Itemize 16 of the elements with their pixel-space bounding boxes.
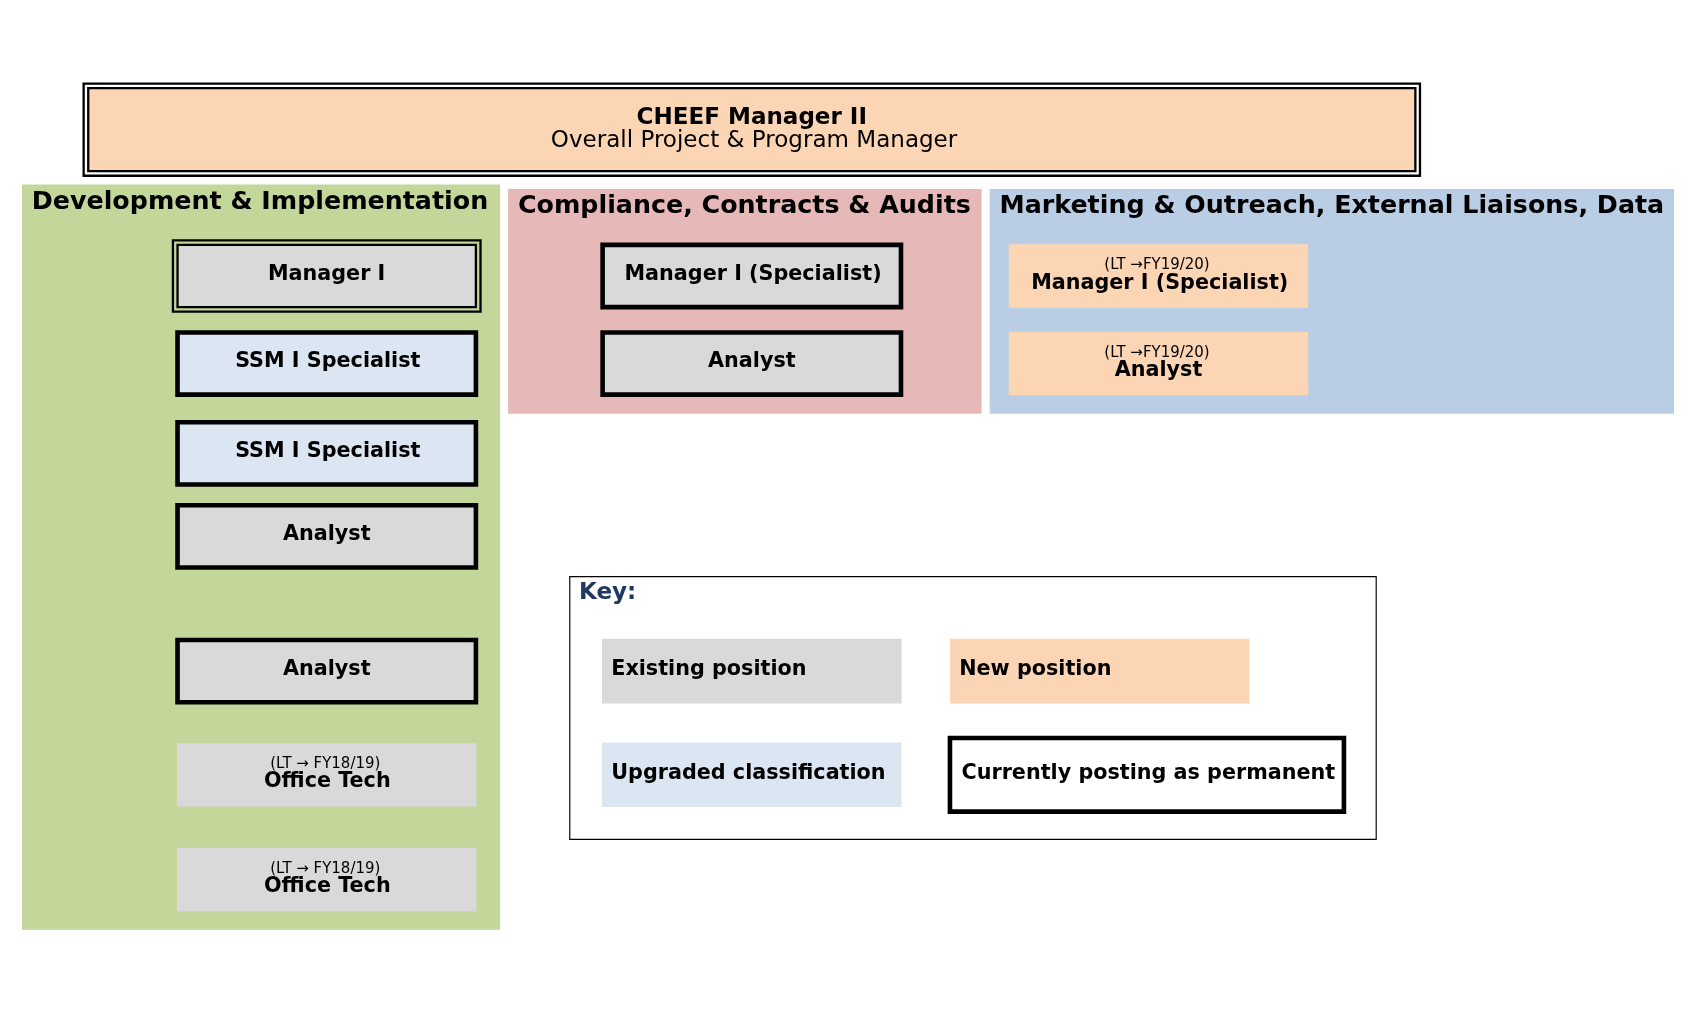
node-box: Analyst [175,637,479,705]
node-box: (LT →FY19/20) Analyst [1008,331,1309,396]
node-box: (LT → FY18/19) Office Tech [176,743,477,807]
legend-label: Existing position [611,656,807,681]
legend-label: Upgraded classification [611,759,886,784]
legend-label: New position [959,656,1112,681]
legend-label: Currently posting as permanent [961,759,1336,784]
node-box: (LT → FY18/19) Office Tech [176,847,477,912]
node-box: SSM I Specialist [175,330,479,397]
node-box: SSM I Specialist [175,420,479,487]
node-box: Analyst [175,502,479,570]
node-box: CHEEF Manager II Overall Project & Program Manager [82,82,1422,177]
node-box: Manager I (Specialist) [600,242,904,310]
node-box: Manager I [171,239,482,313]
node-box: (LT →FY19/20) Manager I (Specialist) [1008,244,1309,308]
node-box: Analyst [600,330,904,397]
